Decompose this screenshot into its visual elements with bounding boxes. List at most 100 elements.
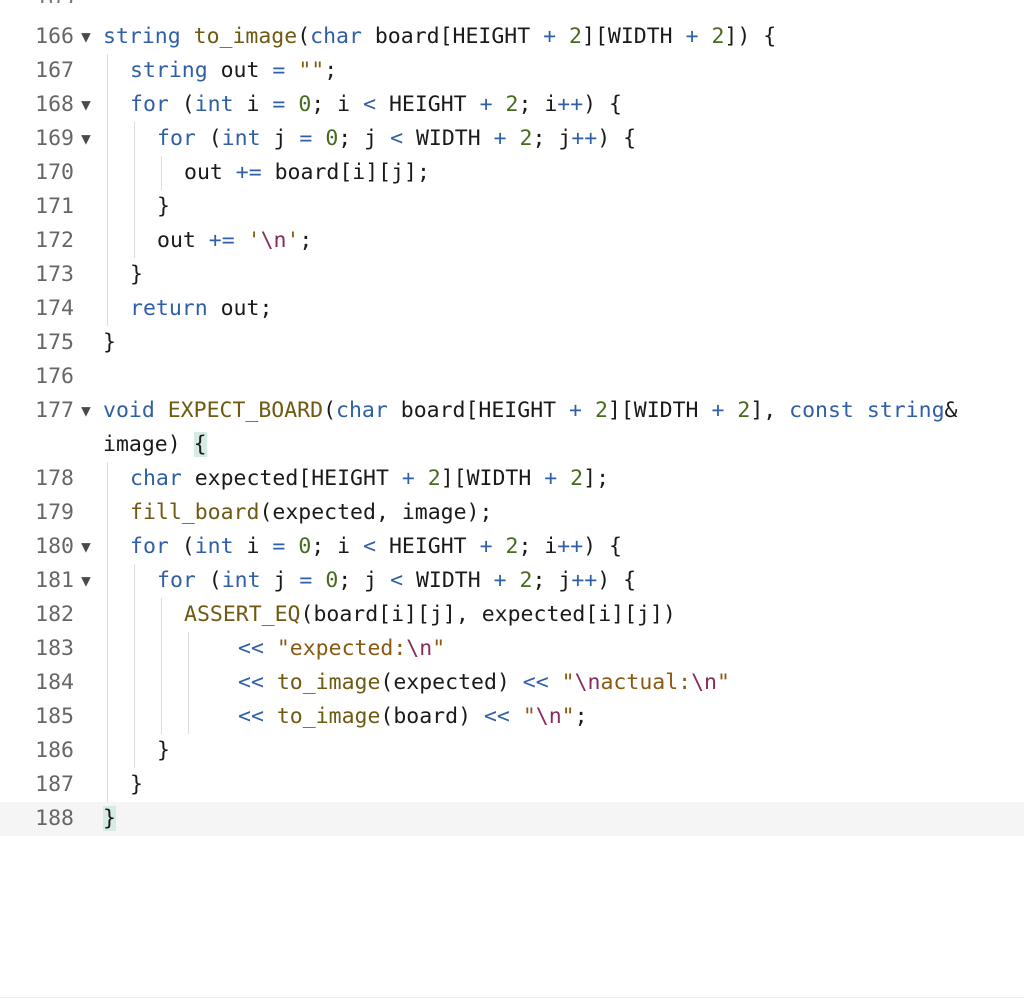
line-number: 182 [35, 602, 74, 627]
code-token: ++ [571, 126, 598, 151]
code-text[interactable]: } [157, 734, 170, 768]
indent-guide [161, 666, 162, 700]
code-text[interactable]: for (int i = 0; i < HEIGHT + 2; i++) { [130, 88, 622, 122]
code-token: image) [103, 432, 194, 457]
fold-arrow-icon[interactable]: ▼ [81, 95, 91, 114]
indent-guide [107, 700, 108, 734]
code-token: string [866, 398, 945, 423]
code-text[interactable]: return out; [130, 292, 272, 326]
code-token: int [221, 126, 261, 151]
code-token [507, 568, 520, 593]
code-line[interactable]: 184<< to_image(expected) << "\nactual:\n… [0, 666, 1024, 700]
indent-guide [107, 258, 108, 292]
code-token: int [194, 92, 234, 117]
code-line[interactable]: 181 ▼ for (int j = 0; j < WIDTH + 2; j++) … [0, 564, 1024, 598]
code-line[interactable]: 179 fill_board(expected, image); [0, 496, 1024, 530]
code-token: ], [750, 398, 790, 423]
code-text[interactable]: out += board[i][j]; [184, 156, 430, 190]
code-token [724, 398, 737, 423]
line-number: 175 [35, 330, 74, 355]
code-line[interactable]: 187} [0, 768, 1024, 802]
fold-arrow-icon[interactable]: ▼ [81, 129, 91, 148]
code-line[interactable]: 169▼for (int j = 0; j < WIDTH + 2; j++) … [0, 122, 1024, 156]
code-token: " [432, 636, 446, 661]
code-token: 0 [325, 568, 339, 593]
code-text[interactable]: } [103, 326, 116, 360]
code-token [549, 670, 562, 695]
code-line[interactable]: 185<< to_image(board) << "\n"; [0, 700, 1024, 734]
code-line[interactable]: 186} [0, 734, 1024, 768]
code-token: i [233, 92, 273, 117]
code-text[interactable]: } [130, 768, 143, 802]
code-token: " [561, 670, 575, 695]
code-token: } [157, 194, 170, 219]
code-text[interactable]: char expected[HEIGHT + 2][WIDTH + 2]; [130, 462, 609, 496]
code-token: ASSERT_EQ [184, 602, 301, 627]
code-line[interactable]: image) { [0, 428, 1024, 462]
code-line[interactable]: 177▼void EXPECT_BOARD(char board[HEIGHT … [0, 394, 1024, 428]
editor-bottom-edge [0, 997, 1024, 1006]
code-token: 2 [569, 24, 582, 49]
code-token: ; i [311, 534, 364, 559]
code-text[interactable]: out += '\n'; [157, 224, 312, 258]
code-text[interactable]: fill_board(expected, image); [130, 496, 492, 530]
code-token: 2 [505, 92, 519, 117]
code-line[interactable]: 180▼for (int i = 0; i < HEIGHT + 2; i++)… [0, 530, 1024, 564]
code-lines[interactable]: 166▼string to_image(char board[HEIGHT + … [0, 20, 1024, 836]
code-text[interactable]: image) { [103, 428, 207, 462]
code-text[interactable]: } [157, 190, 170, 224]
code-line[interactable]: 188} [0, 802, 1024, 836]
fold-arrow-icon[interactable]: ▼ [81, 401, 91, 420]
code-line[interactable]: 171} [0, 190, 1024, 224]
code-text[interactable]: } [103, 802, 116, 836]
code-token: 2 [427, 466, 441, 491]
code-text[interactable]: for (int j = 0; j < WIDTH + 2; j++) { [157, 122, 636, 156]
code-token: ; j [532, 126, 572, 151]
code-line[interactable]: 176 [0, 360, 1024, 394]
code-token: board[HEIGHT [387, 398, 570, 423]
code-text[interactable]: string to_image(char board[HEIGHT + 2][W… [103, 20, 776, 54]
code-text[interactable]: << "expected:\n" [238, 632, 445, 666]
line-number: 179 [35, 500, 74, 525]
code-token: (expected, image); [259, 500, 493, 525]
code-line[interactable]: 168▼for (int i = 0; i < HEIGHT + 2; i++)… [0, 88, 1024, 122]
code-text[interactable]: void EXPECT_BOARD(char board[HEIGHT + 2]… [103, 394, 957, 428]
code-token: = [272, 92, 286, 117]
code-token: WIDTH [403, 568, 494, 593]
code-token: ' [286, 228, 300, 253]
indent-guide [134, 190, 135, 224]
fold-arrow-icon[interactable]: ▼ [81, 537, 91, 556]
code-line[interactable]: 173} [0, 258, 1024, 292]
code-token: = [272, 534, 286, 559]
code-text[interactable]: for (int i = 0; i < HEIGHT + 2; i++) { [130, 530, 622, 564]
indent-guide [134, 122, 135, 156]
fold-arrow-icon[interactable]: ▼ [81, 571, 91, 590]
code-token [264, 636, 277, 661]
indent-guide [188, 700, 189, 734]
code-token: out [157, 228, 209, 253]
code-text[interactable]: } [130, 258, 143, 292]
code-line[interactable]: 175} [0, 326, 1024, 360]
code-token: << [483, 704, 510, 729]
line-number: 188 [35, 806, 74, 831]
code-token: 0 [298, 92, 312, 117]
code-token: expected[HEIGHT [181, 466, 402, 491]
code-text[interactable]: ASSERT_EQ(board[i][j], expected[i][j]) [184, 598, 676, 632]
line-number: 181 [35, 568, 74, 593]
code-text[interactable]: << to_image(board) << "\n"; [238, 700, 588, 734]
code-token: \n [574, 670, 601, 695]
fold-arrow-icon[interactable]: ▼ [81, 27, 91, 46]
code-text[interactable]: << to_image(expected) << "\nactual:\n" [238, 666, 730, 700]
code-line[interactable]: 183<< "expected:\n" [0, 632, 1024, 666]
code-text[interactable]: for (int j = 0; j < WIDTH + 2; j++) { [157, 564, 636, 598]
code-text[interactable]: string out = ""; [130, 54, 337, 88]
code-token: 2 [737, 398, 751, 423]
code-line[interactable]: 166▼string to_image(char board[HEIGHT + … [0, 20, 1024, 54]
code-line[interactable]: 182 ASSERT_EQ(board[i][j], expected[i][j]… [0, 598, 1024, 632]
